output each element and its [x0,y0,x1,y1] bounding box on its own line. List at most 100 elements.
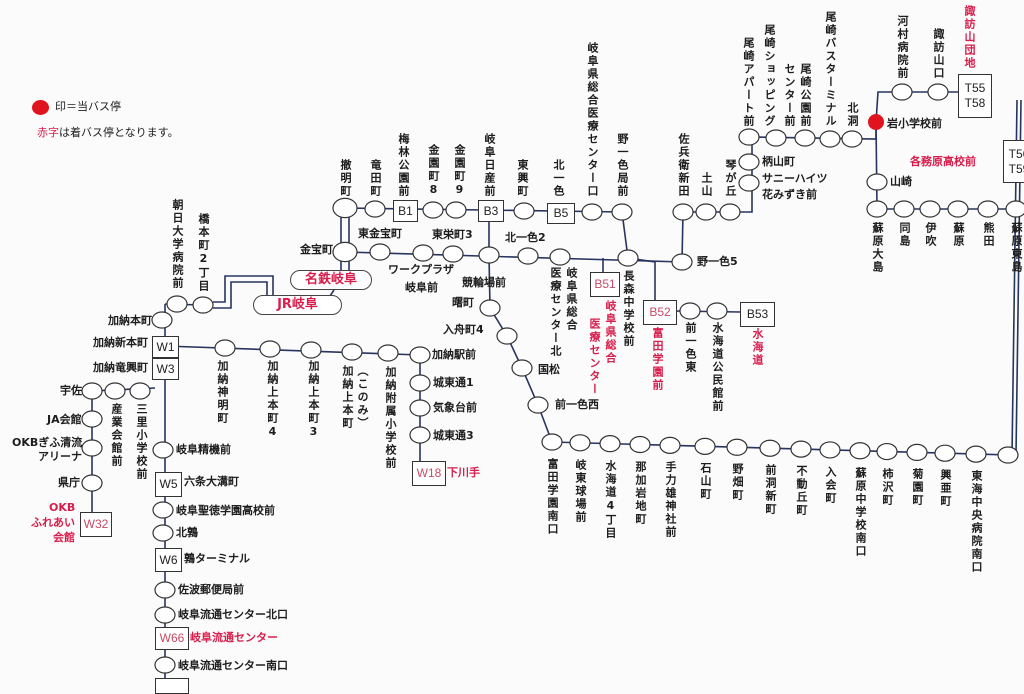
stop-label: 不動丘町 [795,465,808,518]
bus-stop-marker [617,249,639,267]
bus-stop-marker [442,245,464,263]
terminal-jr-gifu: JR岐阜 [253,295,342,315]
stop-label: 柿沢町 [881,467,894,507]
stop-label: JA会館 [47,413,82,426]
bus-stop-marker [479,299,501,317]
bus-stop-marker [849,442,871,460]
stop-label: 曙町 [452,296,474,309]
bus-stop-marker [152,524,174,542]
stop-number: W66 [159,631,185,645]
terminal-meitetsu-gifu: 名鉄岐阜 [290,270,372,290]
stop-label: 那加岩地町 [634,460,647,526]
stop-label: 加納神明町 [216,360,229,425]
stop-label: 県庁 [58,476,80,489]
bus-stop-marker [611,203,633,221]
stop-number: W18 [416,466,442,480]
stop-label: 加納竜興町 [93,361,148,374]
stop-number: T56 [1008,146,1024,161]
bus-stop-marker [599,435,621,453]
bus-stop-marker [104,382,126,400]
stop-label: 岐阜県総合医療センター口 [586,42,599,198]
stop-label: （このみ） [356,365,369,430]
bus-stop-marker [672,203,694,221]
stop-number-box-w18: W18 [412,461,446,486]
bus-stop-marker [765,129,787,147]
stop-number: W3 [156,361,175,376]
bus-stop-marker [893,200,915,218]
bus-stop-marker [679,302,701,320]
stop-label: 水海道4丁目 [604,459,617,540]
bus-stop-marker [409,399,431,417]
stop-label: 花みずき前 [762,188,817,201]
stop-label: 尾崎バスターミナル [824,11,837,128]
stop-number: W32 [83,517,109,531]
stop-label: 競輪場前 [462,276,506,289]
bus-stop-marker [214,339,236,357]
stop-label: 六条大溝町 [184,475,239,488]
bus-stop-marker [364,200,386,218]
arrival-stop-label: 岐阜流通センター [190,631,278,644]
stop-label: 野一色5 [697,255,738,268]
stop-label: 北一色 [552,159,565,198]
current-bus-stop-marker [868,114,884,130]
arrival-stop-label: 各務原高校前 [910,155,976,168]
legend-current-stop: 印＝当バス停 [55,100,121,113]
stop-number-box-b51: B51 [590,272,620,297]
bus-stop-marker [841,130,863,148]
arrival-stop-label: 水海道 [751,328,764,367]
stop-label: 尾崎ショッピング [763,24,776,128]
bus-stop-marker [409,346,431,364]
stop-label: 加納新本町 [93,336,148,349]
stop-number-box-w5: W5 [155,472,182,497]
stop-label: 加納本町 [108,314,152,327]
bus-stop-marker [934,444,956,462]
stop-label: 佐波郵便局前 [178,583,244,596]
stop-label: 岐阜精機前 [176,443,231,456]
bus-stop-marker [866,200,888,218]
bus-stop-marker [369,243,391,261]
stop-number: B1 [398,203,413,218]
stop-number-box-w66: W66 [155,627,189,650]
stop-label: 土山 [700,172,713,198]
stop-label: 蘇原 [952,222,965,248]
arrival-stop-label: 会館 [53,531,75,544]
bus-stop-marker [794,129,816,147]
stop-label: 撤明町 [339,159,352,198]
stop-number: T55 [964,81,986,95]
bus-stop-marker [876,442,898,461]
bus-stop-marker [81,410,103,428]
stop-label: 橋本町2丁目 [197,213,210,293]
bus-stop-marker [192,296,214,314]
bus-stop-marker [422,201,444,219]
bus-stop-marker [947,200,969,218]
bus-stop-marker [819,441,841,459]
stop-label: 伊吹 [924,222,937,248]
stop-label: 東金宝町 [358,227,402,240]
bus-stop-marker [581,203,603,221]
stop-label: 加納上本町4 [266,360,279,440]
stop-label: 北洞 [846,102,859,128]
stop-label: 前一色東 [684,322,697,374]
stop-number: W5 [159,477,178,491]
bus-stop-marker [259,340,281,358]
bus-stop-marker [1005,200,1024,218]
stop-label: 国松 [538,363,560,376]
stop-label: 河村病院前 [896,15,909,80]
bus-stop-marker [151,311,173,329]
stop-number: T59 [1008,161,1024,176]
stop-label: 北鶉 [176,526,198,539]
bus-stop-marker [569,434,591,452]
bus-stop-marker [152,501,174,519]
stop-number-box-b53: B53 [740,302,775,327]
bus-stop-marker [629,435,651,454]
stop-label: 蘇原大島 [871,222,884,274]
stop-label: アリーナ [38,450,82,463]
bus-stop-marker [659,436,681,454]
bus-stop-marker [541,433,563,451]
stop-number-box-w32: W32 [80,512,112,537]
stop-label: サニーハイツ [762,172,828,185]
stop-label: 医療センター北 [549,267,562,358]
stop-label: OKBぎふ清流 [12,436,83,449]
